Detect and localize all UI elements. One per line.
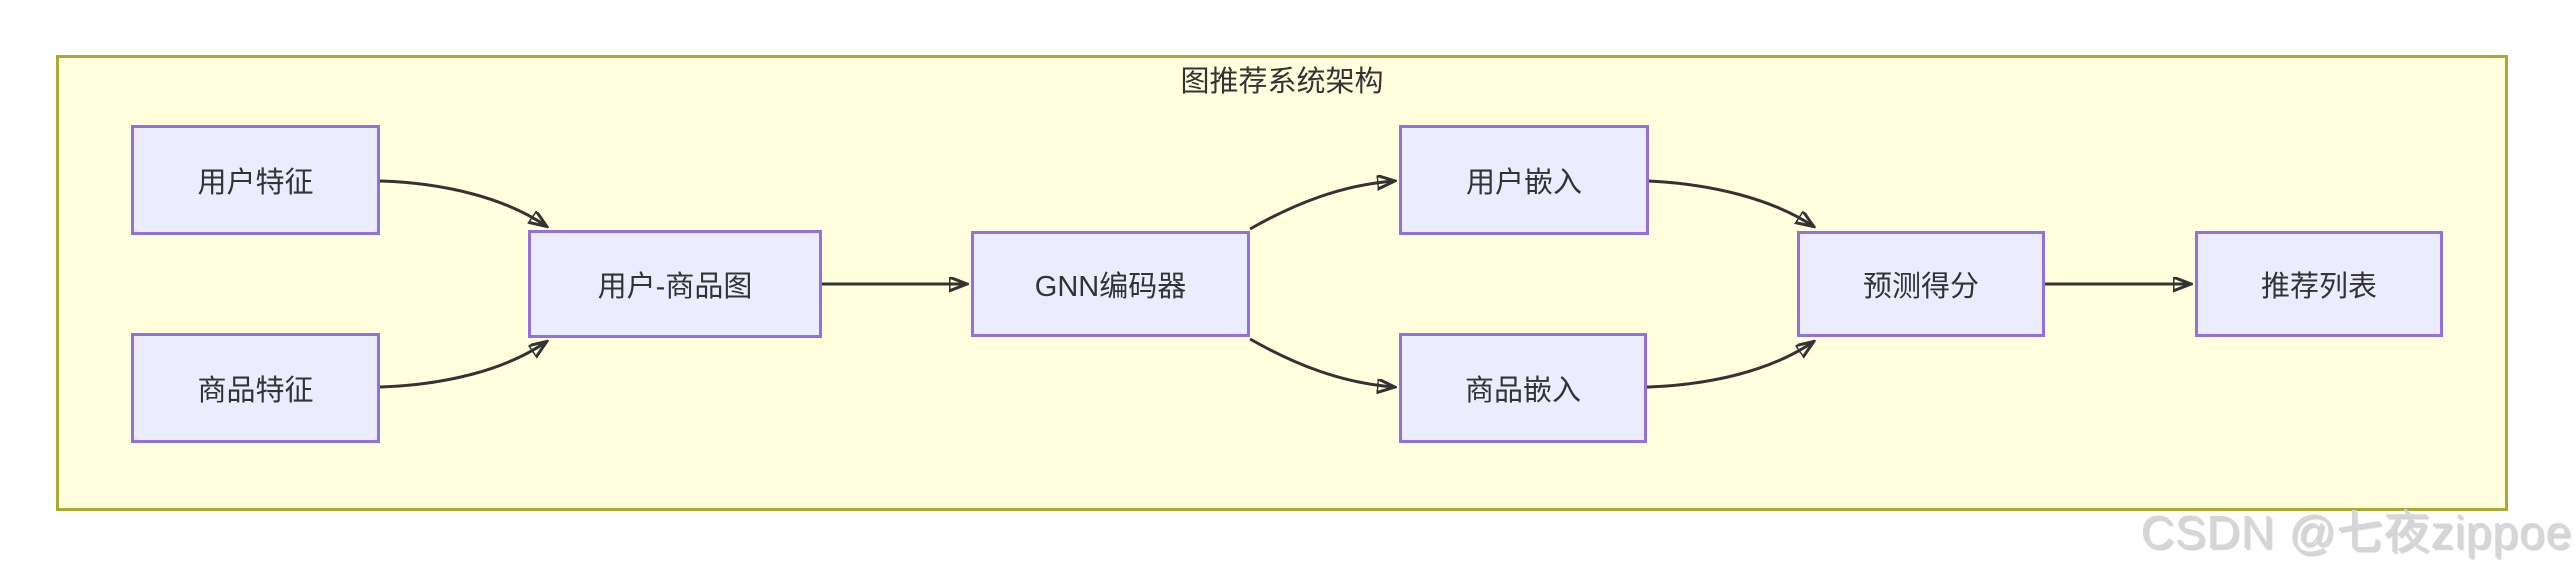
diagram-title: 图推荐系统架构	[1180, 66, 1384, 98]
cluster-container	[56, 55, 2508, 511]
node-recommendation-list: 推荐列表	[2195, 231, 2443, 337]
node-user-item-graph: 用户-商品图	[528, 230, 822, 338]
watermark: CSDN @七夜zippoe	[2140, 506, 2572, 558]
node-gnn-encoder: GNN编码器	[971, 231, 1250, 337]
node-item-embedding: 商品嵌入	[1399, 333, 1647, 443]
node-user-embedding: 用户嵌入	[1399, 125, 1649, 235]
node-item-features: 商品特征	[131, 333, 380, 443]
node-user-features: 用户特征	[131, 125, 380, 235]
node-prediction-score: 预测得分	[1797, 231, 2045, 337]
